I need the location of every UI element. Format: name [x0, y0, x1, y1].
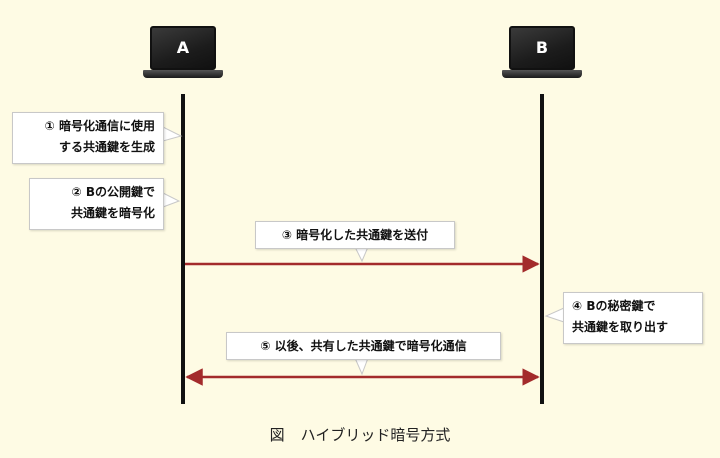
step-2-note: ② Bの公開鍵で 共通鍵を暗号化 — [29, 178, 164, 230]
node-b-label: B — [535, 38, 549, 57]
figure-title: ハイブリッド暗号方式 — [300, 426, 451, 444]
step-4-note: ④ Bの秘密鍵で 共通鍵を取り出す — [563, 292, 703, 344]
bubble-tail-3 — [354, 246, 369, 263]
lifeline-a — [181, 94, 185, 404]
laptop-b-icon: B — [502, 26, 582, 82]
step-2-line-2: 共通鍵を暗号化 — [70, 206, 155, 220]
laptop-a-icon: A — [143, 26, 223, 82]
figure-caption: 図ハイブリッド暗号方式 — [0, 424, 720, 445]
figure-label: 図 — [269, 426, 285, 444]
lifeline-b — [540, 94, 544, 404]
step-3-line-1: ③ 暗号化した共通鍵を送付 — [281, 228, 429, 242]
bubble-tail-5 — [354, 357, 369, 376]
step-4-line-2: 共通鍵を取り出す — [572, 320, 669, 334]
bubble-tail-4 — [544, 307, 565, 323]
step-4-line-1: ④ Bの秘密鍵で — [572, 299, 656, 313]
step-2-line-1: ② Bの公開鍵で — [71, 185, 156, 199]
step-5-line-1: ⑤ 以後、共有した共通鍵で暗号化通信 — [260, 339, 467, 353]
bubble-tail-2 — [162, 192, 181, 208]
bubble-tail-1 — [162, 126, 183, 142]
node-a-label: A — [176, 38, 190, 57]
step-3-note: ③ 暗号化した共通鍵を送付 — [255, 221, 455, 249]
step-1-line-2: する共通鍵を生成 — [58, 140, 155, 154]
step-5-note: ⑤ 以後、共有した共通鍵で暗号化通信 — [226, 332, 501, 360]
step-1-line-1: ① 暗号化通信に使用 — [44, 119, 155, 133]
step-1-note: ① 暗号化通信に使用 する共通鍵を生成 — [12, 112, 164, 164]
